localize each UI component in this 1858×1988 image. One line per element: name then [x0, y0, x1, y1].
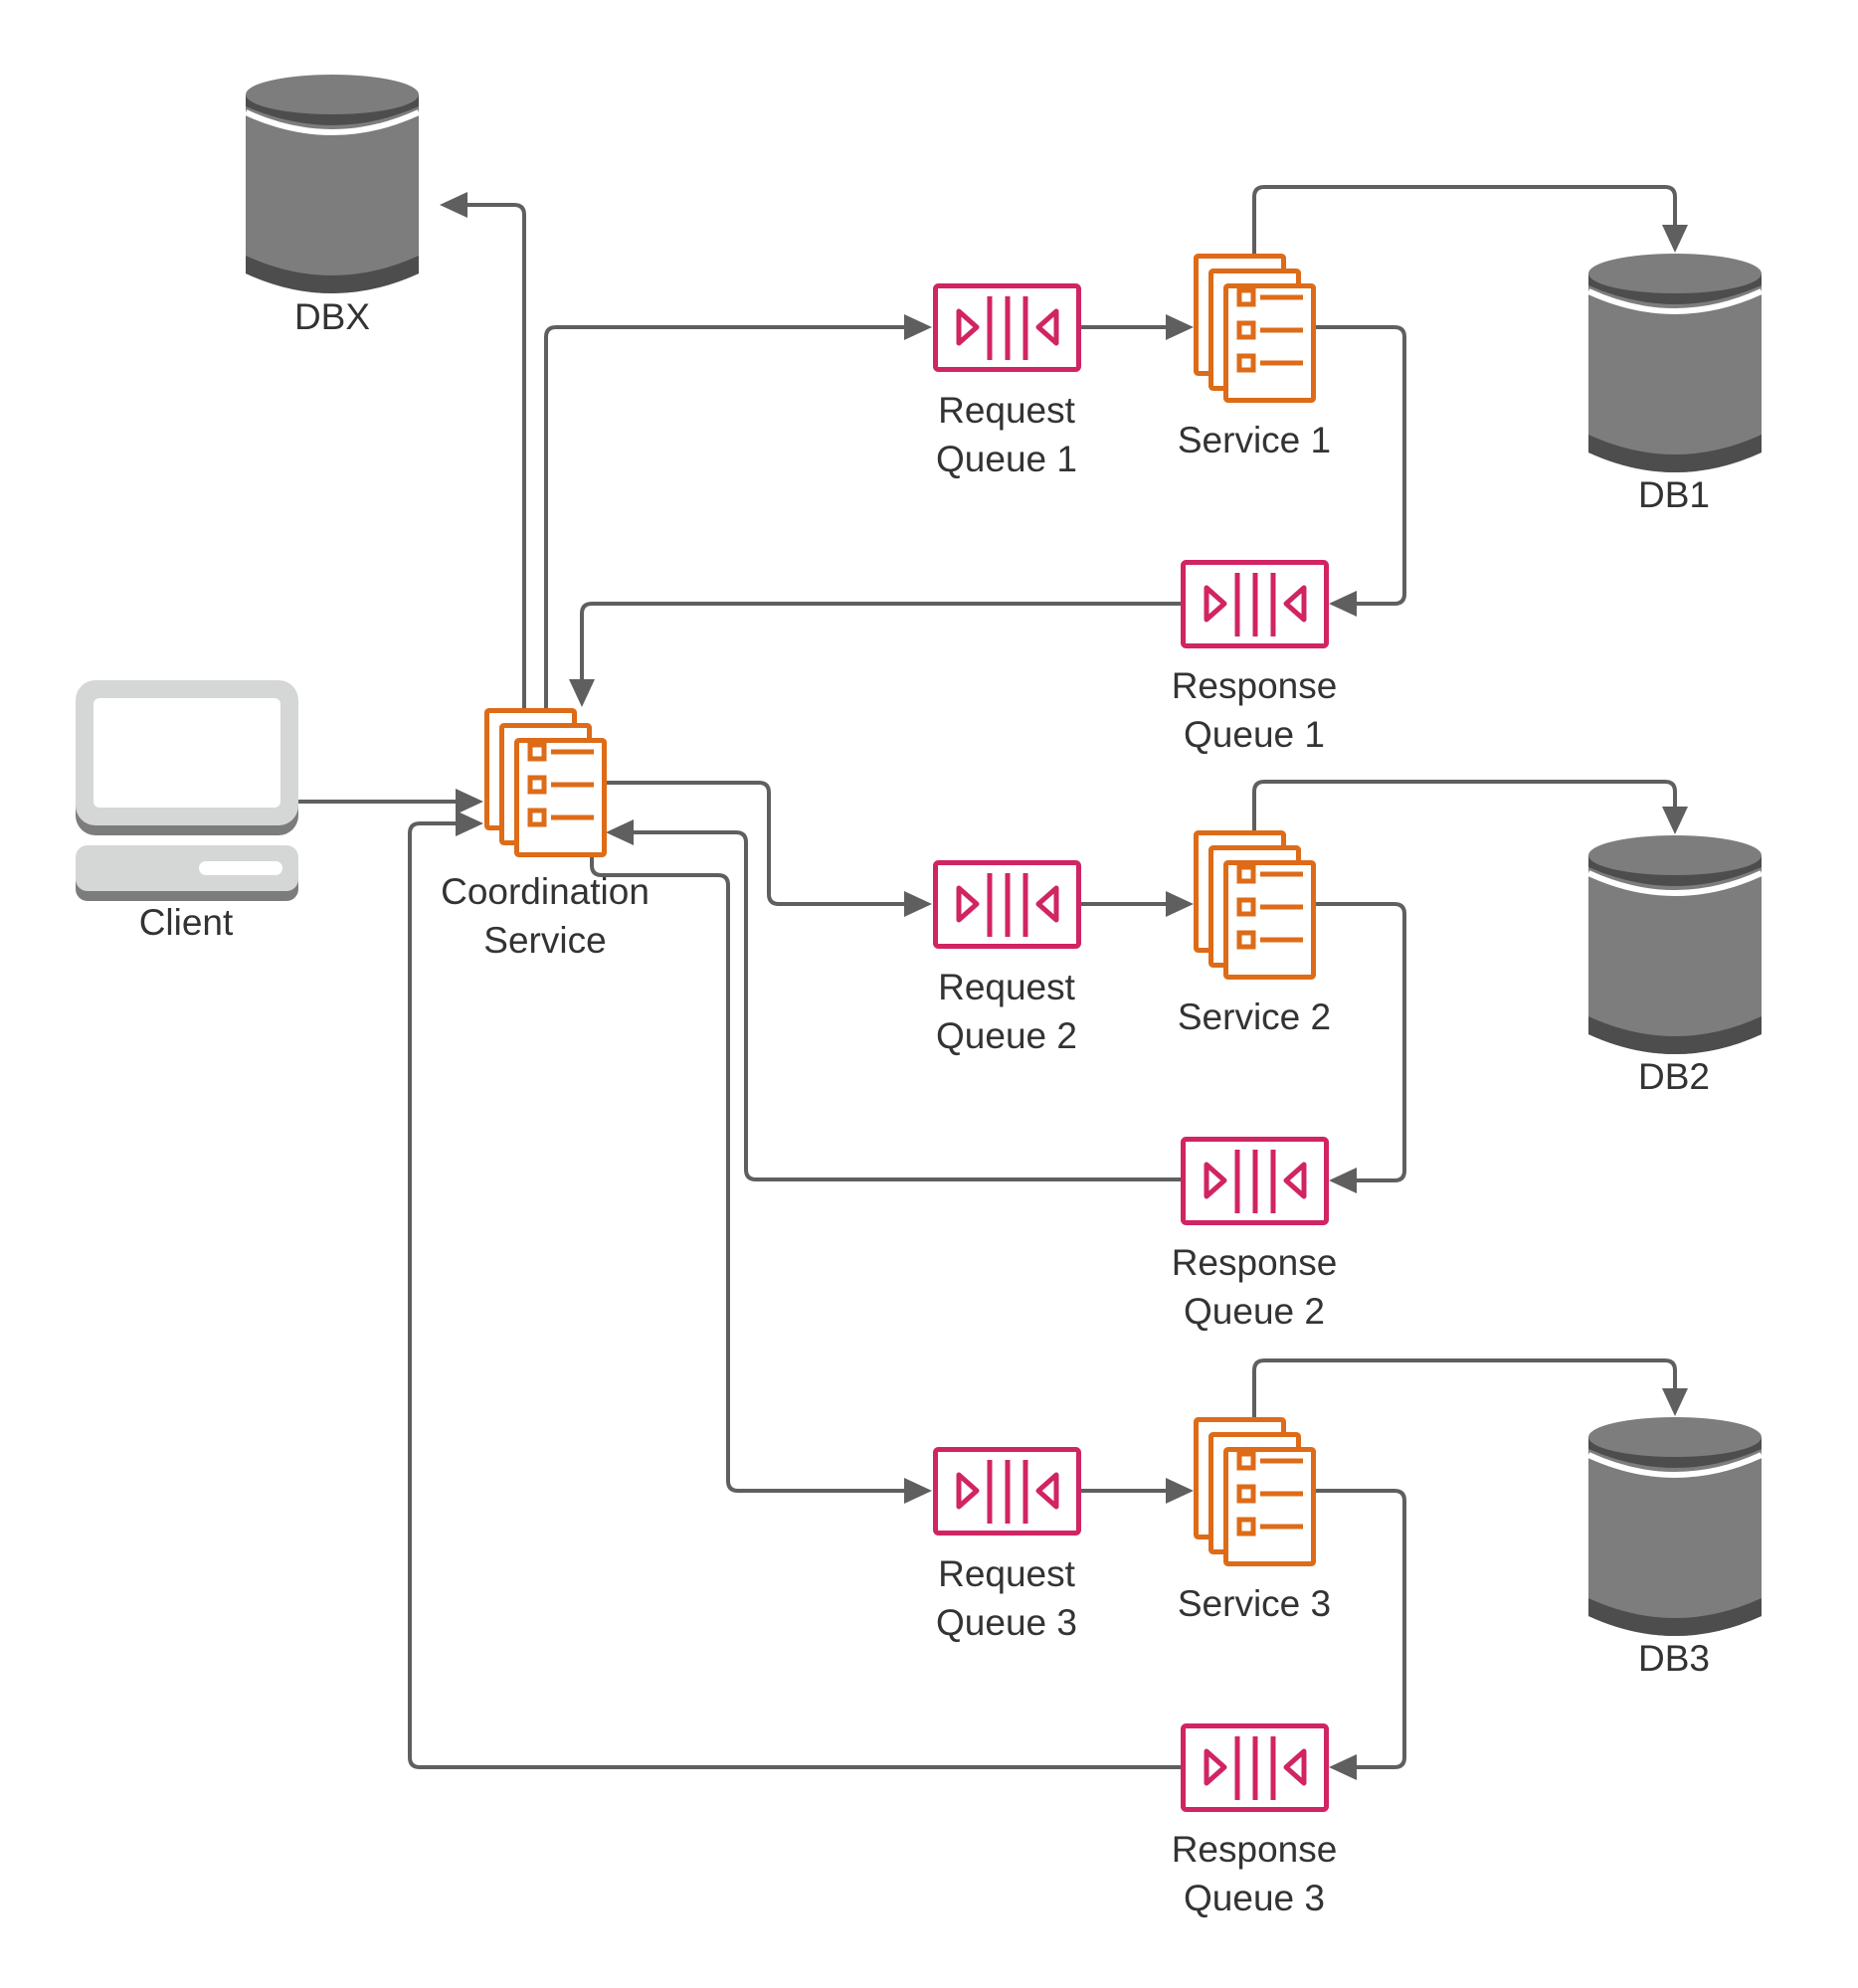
arrowhead-icon [1662, 225, 1688, 253]
queue-icon [933, 860, 1081, 949]
coordination-label-line2: Service [483, 920, 606, 961]
request-queue-3-label-line2: Queue 3 [936, 1602, 1077, 1643]
service-2-label: Service 2 [1178, 996, 1331, 1037]
service-3 [1194, 1417, 1316, 1566]
queue-icon [1181, 1137, 1329, 1225]
edge-response-queue-1-to-coordination [569, 602, 1181, 707]
queue-icon [933, 1447, 1081, 1536]
arrowhead-icon [1166, 314, 1194, 340]
request-queue-2 [933, 860, 1081, 949]
arrowhead-icon [440, 192, 467, 218]
arrowhead-icon [1329, 1754, 1357, 1780]
database-db1 [1588, 254, 1762, 472]
coordination-label-line1: Coordination [441, 871, 650, 912]
edge-request-queue-3-to-service-3 [1081, 1478, 1194, 1504]
arrowhead-icon [904, 891, 932, 917]
db2-label: DB2 [1638, 1056, 1710, 1097]
response-queue-2-label-line2: Queue 2 [1184, 1291, 1325, 1332]
edge-request-queue-2-to-service-2 [1081, 891, 1194, 917]
service-3-label: Service 3 [1178, 1583, 1331, 1624]
request-queue-1-label-line1: Request [938, 390, 1076, 431]
arrowhead-icon [1662, 1388, 1688, 1416]
database-db3 [1588, 1417, 1762, 1636]
db3-label: DB3 [1638, 1638, 1710, 1679]
service-1-label: Service 1 [1178, 420, 1331, 460]
service-2 [1194, 830, 1316, 980]
database-dbx [246, 75, 419, 293]
edge-coordination-to-request-queue-2 [605, 781, 932, 917]
arrowhead-icon [1662, 807, 1688, 834]
edge-service-2-to-response-queue-2 [1315, 902, 1406, 1193]
nodes [76, 75, 1762, 1812]
edge-coordination-to-request-queue-1 [544, 314, 932, 708]
request-queue-1-label-line2: Queue 1 [936, 439, 1077, 479]
response-queue-3-label-line2: Queue 3 [1184, 1878, 1325, 1918]
arrowhead-icon [456, 811, 483, 836]
arrowhead-icon [1166, 1478, 1194, 1504]
queue-icon [1181, 560, 1329, 648]
edge-service-3-to-response-queue-3 [1315, 1489, 1406, 1780]
edge-service-1-to-response-queue-1 [1315, 325, 1406, 617]
request-queue-1 [933, 283, 1081, 372]
desktop-computer-icon [76, 680, 298, 901]
service-documents-icon [484, 708, 607, 857]
dbx-label: DBX [294, 296, 370, 337]
request-queue-2-label-line2: Queue 2 [936, 1015, 1077, 1056]
response-queue-1 [1181, 560, 1329, 648]
coordination-service [484, 708, 607, 857]
edge-service-3-to-db3 [1252, 1358, 1688, 1417]
arrowhead-icon [456, 789, 483, 814]
database-icon [246, 75, 419, 293]
edge-response-queue-3-to-coordination [408, 811, 1181, 1769]
request-queue-3 [933, 1447, 1081, 1536]
client-label: Client [139, 902, 234, 943]
queue-icon [1181, 1723, 1329, 1812]
service-documents-icon [1194, 1417, 1316, 1566]
db1-label: DB1 [1638, 474, 1710, 515]
database-db2 [1588, 835, 1762, 1054]
edge-request-queue-1-to-service-1 [1081, 314, 1194, 340]
response-queue-1-label-line1: Response [1172, 665, 1338, 706]
edge-client-to-coordination [297, 789, 483, 814]
arrowhead-icon [904, 314, 932, 340]
database-icon [1588, 254, 1762, 472]
database-icon [1588, 835, 1762, 1054]
service-documents-icon [1194, 254, 1316, 403]
arrowhead-icon [606, 819, 634, 845]
request-queue-3-label-line1: Request [938, 1553, 1076, 1594]
response-queue-2 [1181, 1137, 1329, 1225]
arrowhead-icon [1329, 1168, 1357, 1193]
request-queue-2-label-line1: Request [938, 967, 1076, 1007]
response-queue-2-label-line1: Response [1172, 1242, 1338, 1283]
client-computer [76, 680, 298, 901]
response-queue-3-label-line1: Response [1172, 1829, 1338, 1870]
connectors [297, 185, 1688, 1780]
arrowhead-icon [569, 679, 595, 707]
edge-service-1-to-db1 [1252, 185, 1688, 254]
service-documents-icon [1194, 830, 1316, 980]
arrowhead-icon [1329, 591, 1357, 617]
arrowhead-icon [1166, 891, 1194, 917]
service-1 [1194, 254, 1316, 403]
edge-coordination-to-dbx [440, 192, 526, 708]
arrowhead-icon [904, 1478, 932, 1504]
edge-response-queue-2-to-coordination [606, 819, 1181, 1181]
database-icon [1588, 1417, 1762, 1636]
edge-coordination-to-request-queue-3 [590, 853, 932, 1504]
queue-icon [933, 283, 1081, 372]
response-queue-3 [1181, 1723, 1329, 1812]
response-queue-1-label-line2: Queue 1 [1184, 714, 1325, 755]
edge-service-2-to-db2 [1252, 780, 1688, 834]
